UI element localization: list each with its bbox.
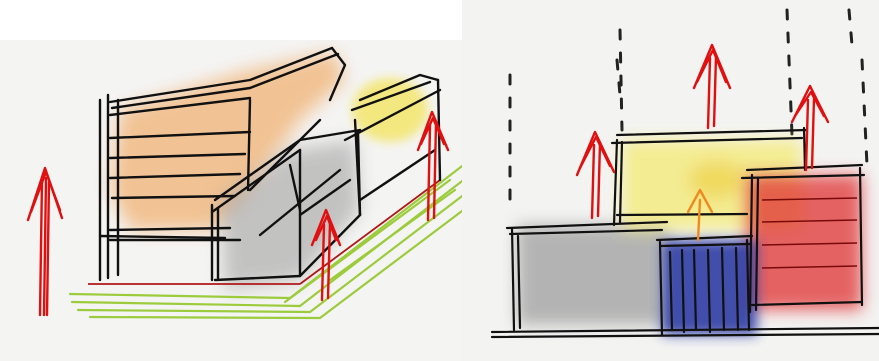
left-sketch-panel	[0, 40, 462, 361]
arrow-left	[28, 168, 62, 315]
left-sketch-drawing	[0, 40, 462, 361]
arrow-right-1	[577, 132, 614, 218]
right-sketch-panel	[462, 0, 879, 361]
arrow-right-2	[694, 45, 730, 128]
gray-block-wash	[517, 225, 667, 325]
right-sketch-drawing	[462, 0, 879, 361]
